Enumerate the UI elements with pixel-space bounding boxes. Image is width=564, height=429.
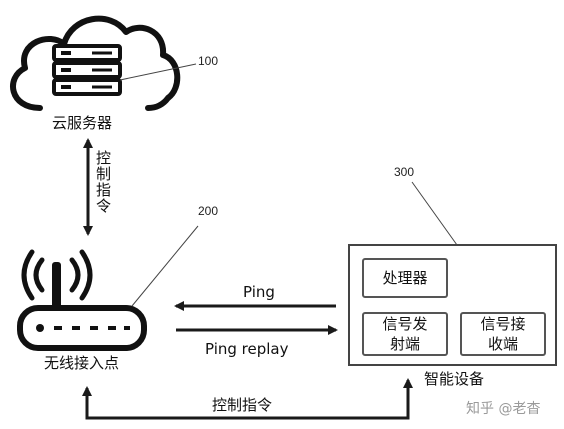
ref-leader-300 [411,181,463,253]
bottom-control-label: 控制指令 [212,396,273,414]
bottom-control-arrow [82,378,413,420]
ref-number-100: 100 [198,54,219,68]
signal-transmitter-line2: 射端 [389,335,420,353]
signal-transmitter-box: 信号发 射端 [362,312,448,356]
watermark: 知乎 @老杳 [466,398,540,418]
ref-leader-200 [131,225,199,307]
signal-receiver-line2: 收端 [487,335,518,353]
ping-label: Ping [243,283,275,301]
cloud-server-label: 云服务器 [52,114,113,132]
processor-label: 处理器 [382,269,428,287]
processor-box: 处理器 [362,258,448,298]
ref-number-300: 300 [394,165,415,179]
ref-leader-100 [119,63,197,81]
router-icon [17,249,147,351]
watermark-author: @老杳 [498,401,541,417]
access-point-label: 无线接入点 [44,354,120,372]
cloud-server-icon [10,15,181,111]
ref-number-200: 200 [198,204,219,218]
signal-transmitter-line1: 信号发 [382,315,428,333]
cloud-ap-edge-label: 控制指令 [94,150,112,214]
watermark-site: 知乎 [466,401,494,417]
smart-device-label: 智能设备 [424,370,485,388]
ping-reply-label: Ping replay [205,340,289,358]
signal-receiver-box: 信号接 收端 [460,312,546,356]
signal-receiver-line1: 信号接 [480,315,526,333]
smart-device-box: 处理器 信号发 射端 信号接 收端 [348,244,557,366]
